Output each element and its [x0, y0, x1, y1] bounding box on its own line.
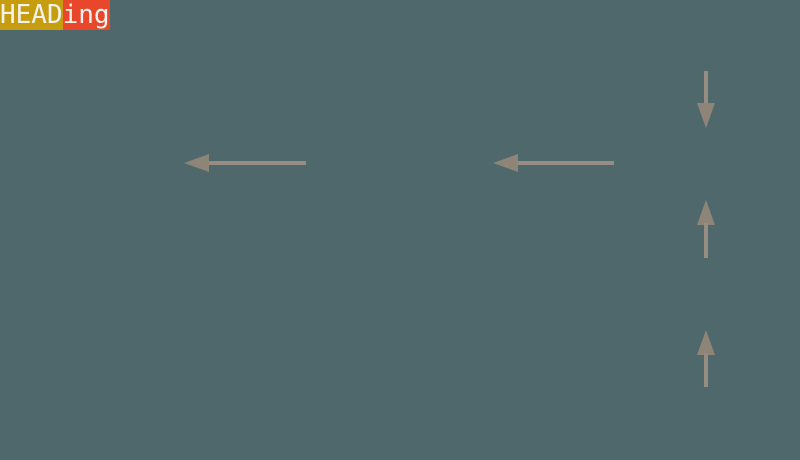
arrow-head-down-icon — [697, 103, 715, 128]
arrow-head-left-icon — [184, 154, 209, 172]
arrow-line — [704, 223, 708, 258]
arrow-head-up-icon — [697, 330, 715, 355]
arrow-line — [704, 71, 708, 105]
arrow-head-left-icon — [493, 154, 518, 172]
head-label-text: HEAD — [0, 0, 63, 30]
arrow-head-up-icon — [697, 200, 715, 225]
head-pointer-label: HEAD — [0, 0, 63, 30]
arrow-line — [517, 161, 614, 165]
arrow-line — [208, 161, 306, 165]
arrow-line — [704, 353, 708, 387]
